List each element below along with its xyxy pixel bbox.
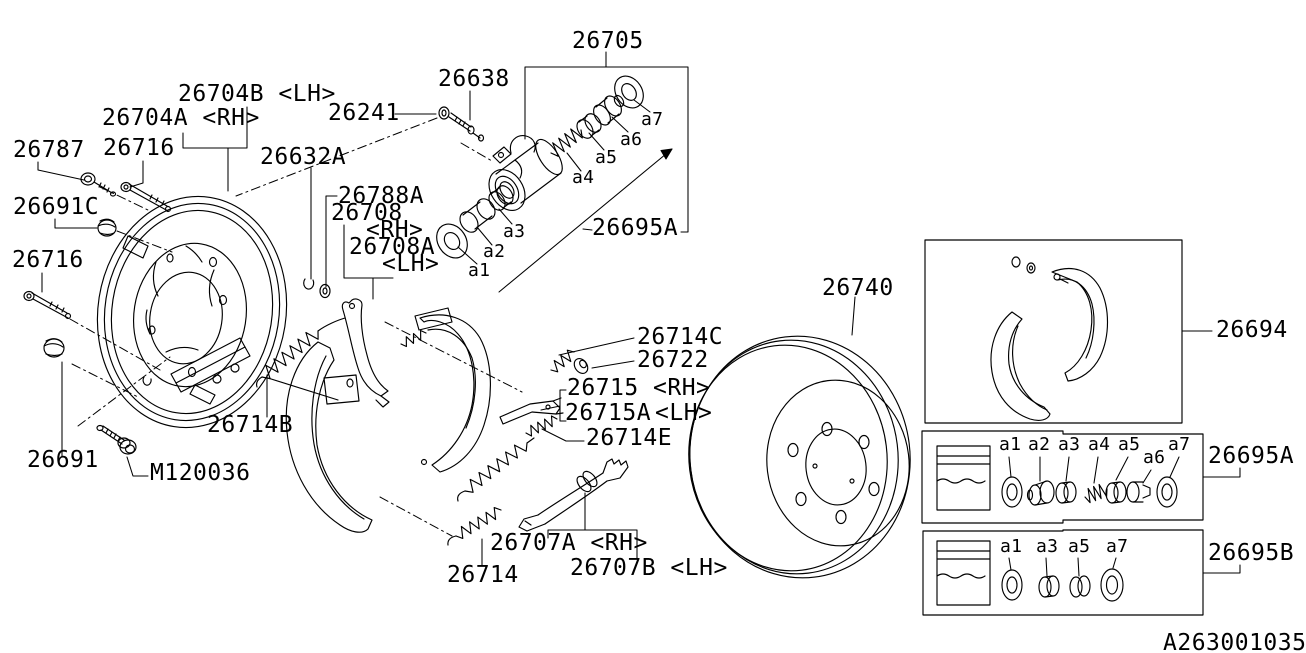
cylinder-kit-parts bbox=[430, 71, 649, 264]
brake-shoe-right bbox=[415, 308, 490, 472]
part-label-26704b-lh: 26704B <LH> bbox=[178, 81, 336, 107]
part-label-26691: 26691 bbox=[27, 447, 99, 473]
part-label-26705: 26705 bbox=[572, 28, 644, 54]
plug-26691c bbox=[98, 219, 116, 236]
box-26695a bbox=[922, 431, 1203, 523]
brake-shoe-left bbox=[286, 342, 372, 532]
kita-label-a7: a7 bbox=[1168, 434, 1191, 455]
kita-label-a3: a3 bbox=[1058, 434, 1081, 455]
diagram-ref-code: A263001035 bbox=[1163, 630, 1306, 653]
part-label-26691c: 26691C bbox=[13, 194, 100, 220]
part-label-26787: 26787 bbox=[13, 137, 85, 163]
kita-label-a4: a4 bbox=[1088, 434, 1111, 455]
part-label-26740: 26740 bbox=[822, 275, 894, 301]
clip-washer-26632a bbox=[304, 279, 330, 298]
cyl-label-a4: a4 bbox=[572, 167, 595, 188]
part-label-26788a: 26788A bbox=[338, 183, 425, 209]
part-label-26714b: 26714B bbox=[207, 412, 294, 438]
cyl-label-a3: a3 bbox=[503, 221, 526, 242]
kitb-label-a5: a5 bbox=[1068, 536, 1091, 557]
part-label-26638: 26638 bbox=[438, 66, 510, 92]
part-label-26694: 26694 bbox=[1216, 317, 1288, 343]
part-label-26704a-rh: 26704A <RH> bbox=[102, 105, 260, 131]
part-label-26708-rh: <RH> bbox=[366, 217, 424, 243]
part-label-26714: 26714 bbox=[447, 562, 519, 588]
part-label-26241: 26241 bbox=[328, 100, 400, 126]
adjuster-lever-26707 bbox=[519, 459, 628, 531]
kitb-label-a1: a1 bbox=[1000, 536, 1023, 557]
part-label-26632a: 26632A bbox=[260, 144, 347, 170]
box-26694 bbox=[925, 240, 1182, 423]
cyl-label-a1: a1 bbox=[468, 260, 491, 281]
kita-label-a1: a1 bbox=[999, 434, 1022, 455]
cyl-label-a6: a6 bbox=[620, 129, 643, 150]
part-label-26722: 26722 bbox=[637, 347, 709, 373]
part-label-26707b-lh: 26707B <LH> bbox=[570, 555, 728, 581]
cyl-label-a7: a7 bbox=[641, 109, 664, 130]
strut-26715 bbox=[500, 398, 563, 424]
spring-seat-26722 bbox=[571, 356, 590, 376]
bolt-26716-lower bbox=[24, 292, 71, 319]
part-label-26715: 26715 bbox=[567, 375, 639, 401]
brake-drum bbox=[676, 323, 924, 590]
part-label-26714e: 26714E bbox=[586, 425, 673, 451]
part-label-26695a-mid: 26695A bbox=[592, 215, 679, 241]
part-label-26708: 26708 bbox=[331, 200, 403, 226]
bolt-26787 bbox=[81, 173, 116, 196]
spring-hooks bbox=[257, 318, 534, 545]
cyl-label-a2: a2 bbox=[483, 241, 506, 262]
wheel-cylinder-body bbox=[482, 135, 568, 217]
part-label-m120036: M120036 bbox=[150, 460, 251, 486]
cyl-label-a5: a5 bbox=[595, 147, 618, 168]
part-label-26715a-lh: <LH> bbox=[655, 400, 713, 426]
kitb-label-a3: a3 bbox=[1036, 536, 1059, 557]
part-label-26715a: 26715A bbox=[565, 400, 652, 426]
kita-label-a2: a2 bbox=[1028, 434, 1051, 455]
part-label-26695a-right: 26695A bbox=[1208, 443, 1295, 469]
kitb-label-a7: a7 bbox=[1106, 536, 1129, 557]
part-label-26707a-rh: 26707A <RH> bbox=[490, 530, 648, 556]
kita-label-a5: a5 bbox=[1118, 434, 1141, 455]
bolt-26716-upper bbox=[121, 183, 171, 212]
part-label-26708a: 26708A bbox=[349, 234, 436, 260]
coil-springs bbox=[262, 129, 1107, 538]
kita-label-a6: a6 bbox=[1143, 447, 1166, 468]
parking-lever-26708 bbox=[342, 299, 389, 407]
part-label-26695b: 26695B bbox=[1208, 540, 1295, 566]
construction-dash-lines bbox=[70, 118, 522, 536]
leader-lines bbox=[38, 52, 1240, 576]
bolt-m120036 bbox=[97, 426, 136, 455]
part-label-26715-rh: <RH> bbox=[653, 375, 711, 401]
backing-plate bbox=[81, 183, 303, 442]
plug-26691 bbox=[44, 339, 64, 357]
part-label-26714c: 26714C bbox=[637, 324, 724, 350]
box-26695b bbox=[923, 530, 1203, 615]
bleeder-screw-26638 bbox=[439, 107, 484, 141]
part-label-26708a-lh: <LH> bbox=[382, 251, 440, 277]
part-label-26716-lower: 26716 bbox=[12, 247, 84, 273]
part-label-26716-upper: 26716 bbox=[103, 135, 175, 161]
